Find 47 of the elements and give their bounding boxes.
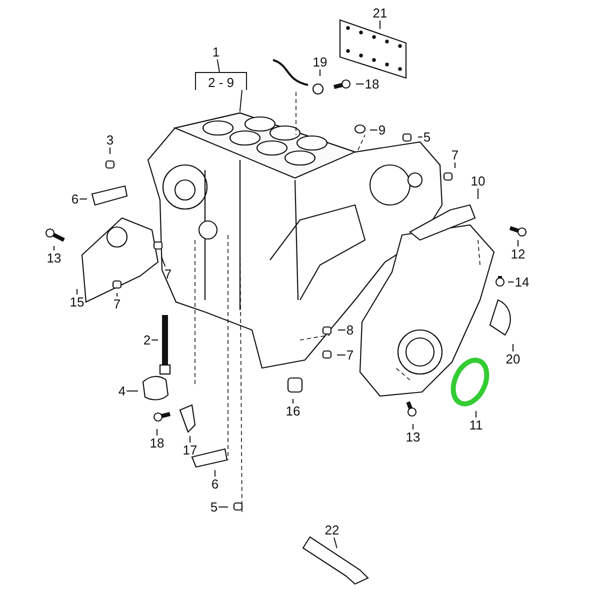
bracket-callout: 2 - 9 xyxy=(195,72,247,90)
leader-line xyxy=(76,288,78,295)
leader-line xyxy=(216,59,220,72)
callout-number: 9 xyxy=(377,122,387,138)
callout-number: 14 xyxy=(514,274,530,290)
leader-line xyxy=(418,136,423,138)
leader-line xyxy=(334,537,338,549)
callout-number: 22 xyxy=(324,522,340,538)
leader-line xyxy=(214,470,216,477)
leader-line xyxy=(79,198,88,200)
callout-number: 21 xyxy=(372,6,388,20)
callout-number: 13 xyxy=(404,430,422,444)
leader-line xyxy=(454,162,456,168)
callout-number: 5 xyxy=(422,130,432,144)
callout-number: 4 xyxy=(117,384,127,398)
callout-number: 7 xyxy=(112,296,122,312)
leader-line xyxy=(292,398,294,404)
leader-line xyxy=(512,344,514,352)
leader-line xyxy=(239,90,242,112)
callout-number: 8 xyxy=(345,322,355,338)
callout-number: 3 xyxy=(105,132,115,148)
callout-number: 7 xyxy=(345,348,355,362)
callout-number: 15 xyxy=(68,294,86,310)
callout-number: 6 xyxy=(70,192,80,206)
leader-line xyxy=(412,424,414,430)
callout-number: 11 xyxy=(468,418,484,432)
callout-number: 7 xyxy=(450,148,460,162)
callout-number: 16 xyxy=(284,404,302,418)
leader-line xyxy=(218,506,228,508)
leader-line xyxy=(156,428,158,436)
callout-number: 20 xyxy=(504,352,522,366)
leader-line xyxy=(116,292,118,297)
callout-number: 12 xyxy=(510,246,526,262)
leader-line xyxy=(336,354,346,356)
callout-number: 18 xyxy=(364,76,380,92)
callout-number: 13 xyxy=(46,250,62,266)
callout-number: 5 xyxy=(209,500,219,514)
callout-number: 2 xyxy=(142,332,152,348)
callout-number: 17 xyxy=(182,442,198,458)
callout-number: 10 xyxy=(470,174,486,188)
callout-number: 6 xyxy=(210,476,220,492)
callout-number: 7 xyxy=(163,266,173,282)
leader-line xyxy=(160,256,166,267)
leader-line xyxy=(126,390,138,392)
callout-number: 19 xyxy=(312,54,328,70)
callout-number: 1 xyxy=(211,44,221,60)
callout-number: 18 xyxy=(148,436,166,450)
